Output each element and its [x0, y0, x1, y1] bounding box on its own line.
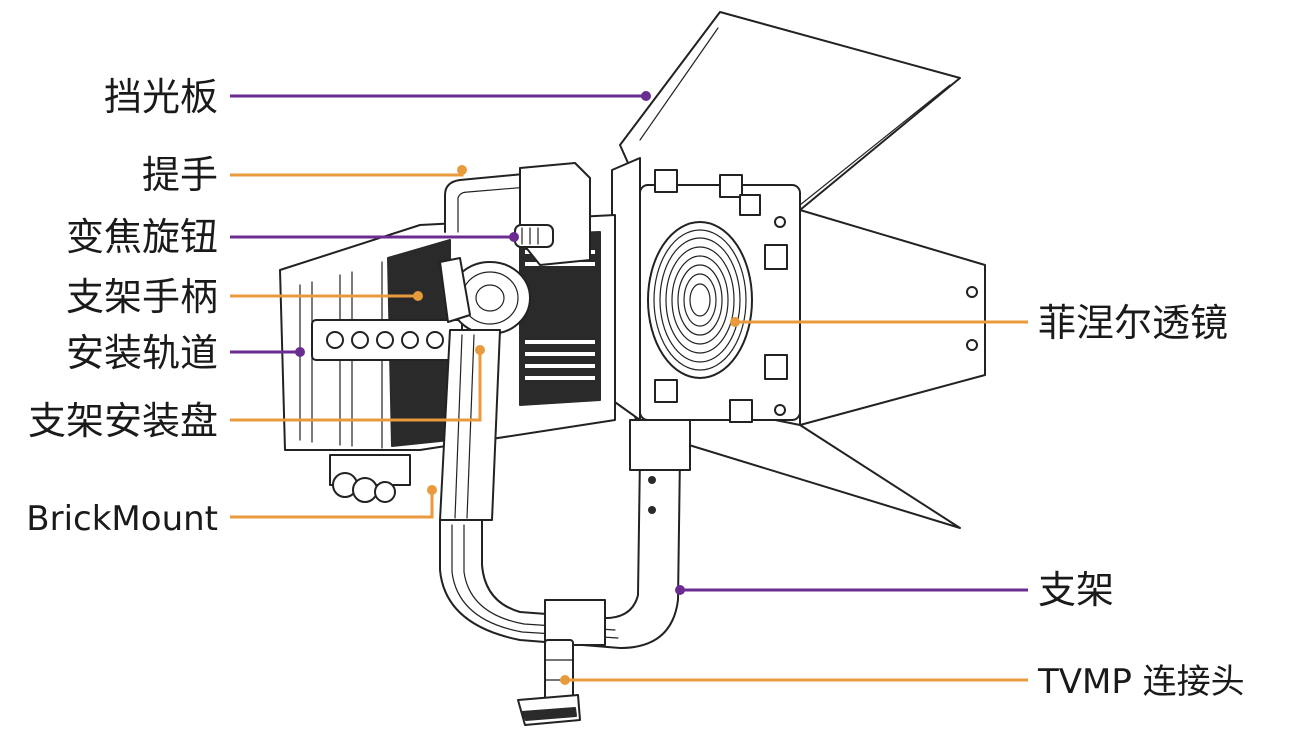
callout-label-mounting-rail: 安装轨道 — [66, 331, 218, 375]
leader-line-brickmount — [230, 490, 434, 519]
fresnel-light-illustration — [279, 11, 986, 726]
barn-door-right — [799, 209, 986, 426]
leader-dot-bracket — [675, 585, 685, 595]
leader-line-bracket-mount-plate — [230, 350, 482, 422]
leader-dot-handle — [457, 165, 467, 175]
leader-dot-bracket-handle — [413, 291, 423, 301]
yoke-bracket — [439, 454, 681, 649]
callout-label-brickmount: BrickMount — [26, 499, 218, 539]
leader-dot-fresnel-lens — [730, 317, 740, 327]
zoom-knob-shape — [514, 224, 554, 248]
mounting-rail-shape — [311, 319, 463, 361]
callout-leaders — [230, 91, 1028, 685]
leader-dot-tvmp-connector — [560, 675, 570, 685]
leader-dot-zoom-knob — [509, 232, 519, 242]
leader-line-handle — [230, 170, 464, 177]
barn-door-left — [611, 157, 641, 421]
brickmount-clamps — [329, 454, 411, 503]
leader-dot-bracket-mount-plate — [475, 345, 485, 355]
callout-label-handle: 提手 — [142, 153, 218, 197]
leader-dot-brickmount — [427, 485, 437, 495]
leader-dot-barn-doors — [641, 91, 651, 101]
callout-label-fresnel-lens: 菲涅尔透镜 — [1038, 301, 1228, 345]
callout-label-bracket-mount-plate: 支架安装盘 — [28, 399, 218, 443]
fresnel-lens-rings — [647, 221, 753, 379]
callout-label-tvmp-connector: TVMP 连接头 — [1037, 662, 1245, 702]
callout-label-bracket: 支架 — [1038, 568, 1114, 612]
callout-labels: 挡光板 提手 变焦旋钮 支架手柄 安装轨道 支架安装盘 BrickMount 菲… — [26, 75, 1244, 702]
tvmp-connector-shape — [517, 639, 581, 726]
callout-label-barn-doors: 挡光板 — [104, 75, 218, 119]
callout-label-zoom-knob: 变焦旋钮 — [66, 215, 218, 259]
leader-dot-mounting-rail — [295, 347, 305, 357]
callout-label-bracket-handle: 支架手柄 — [66, 275, 218, 319]
